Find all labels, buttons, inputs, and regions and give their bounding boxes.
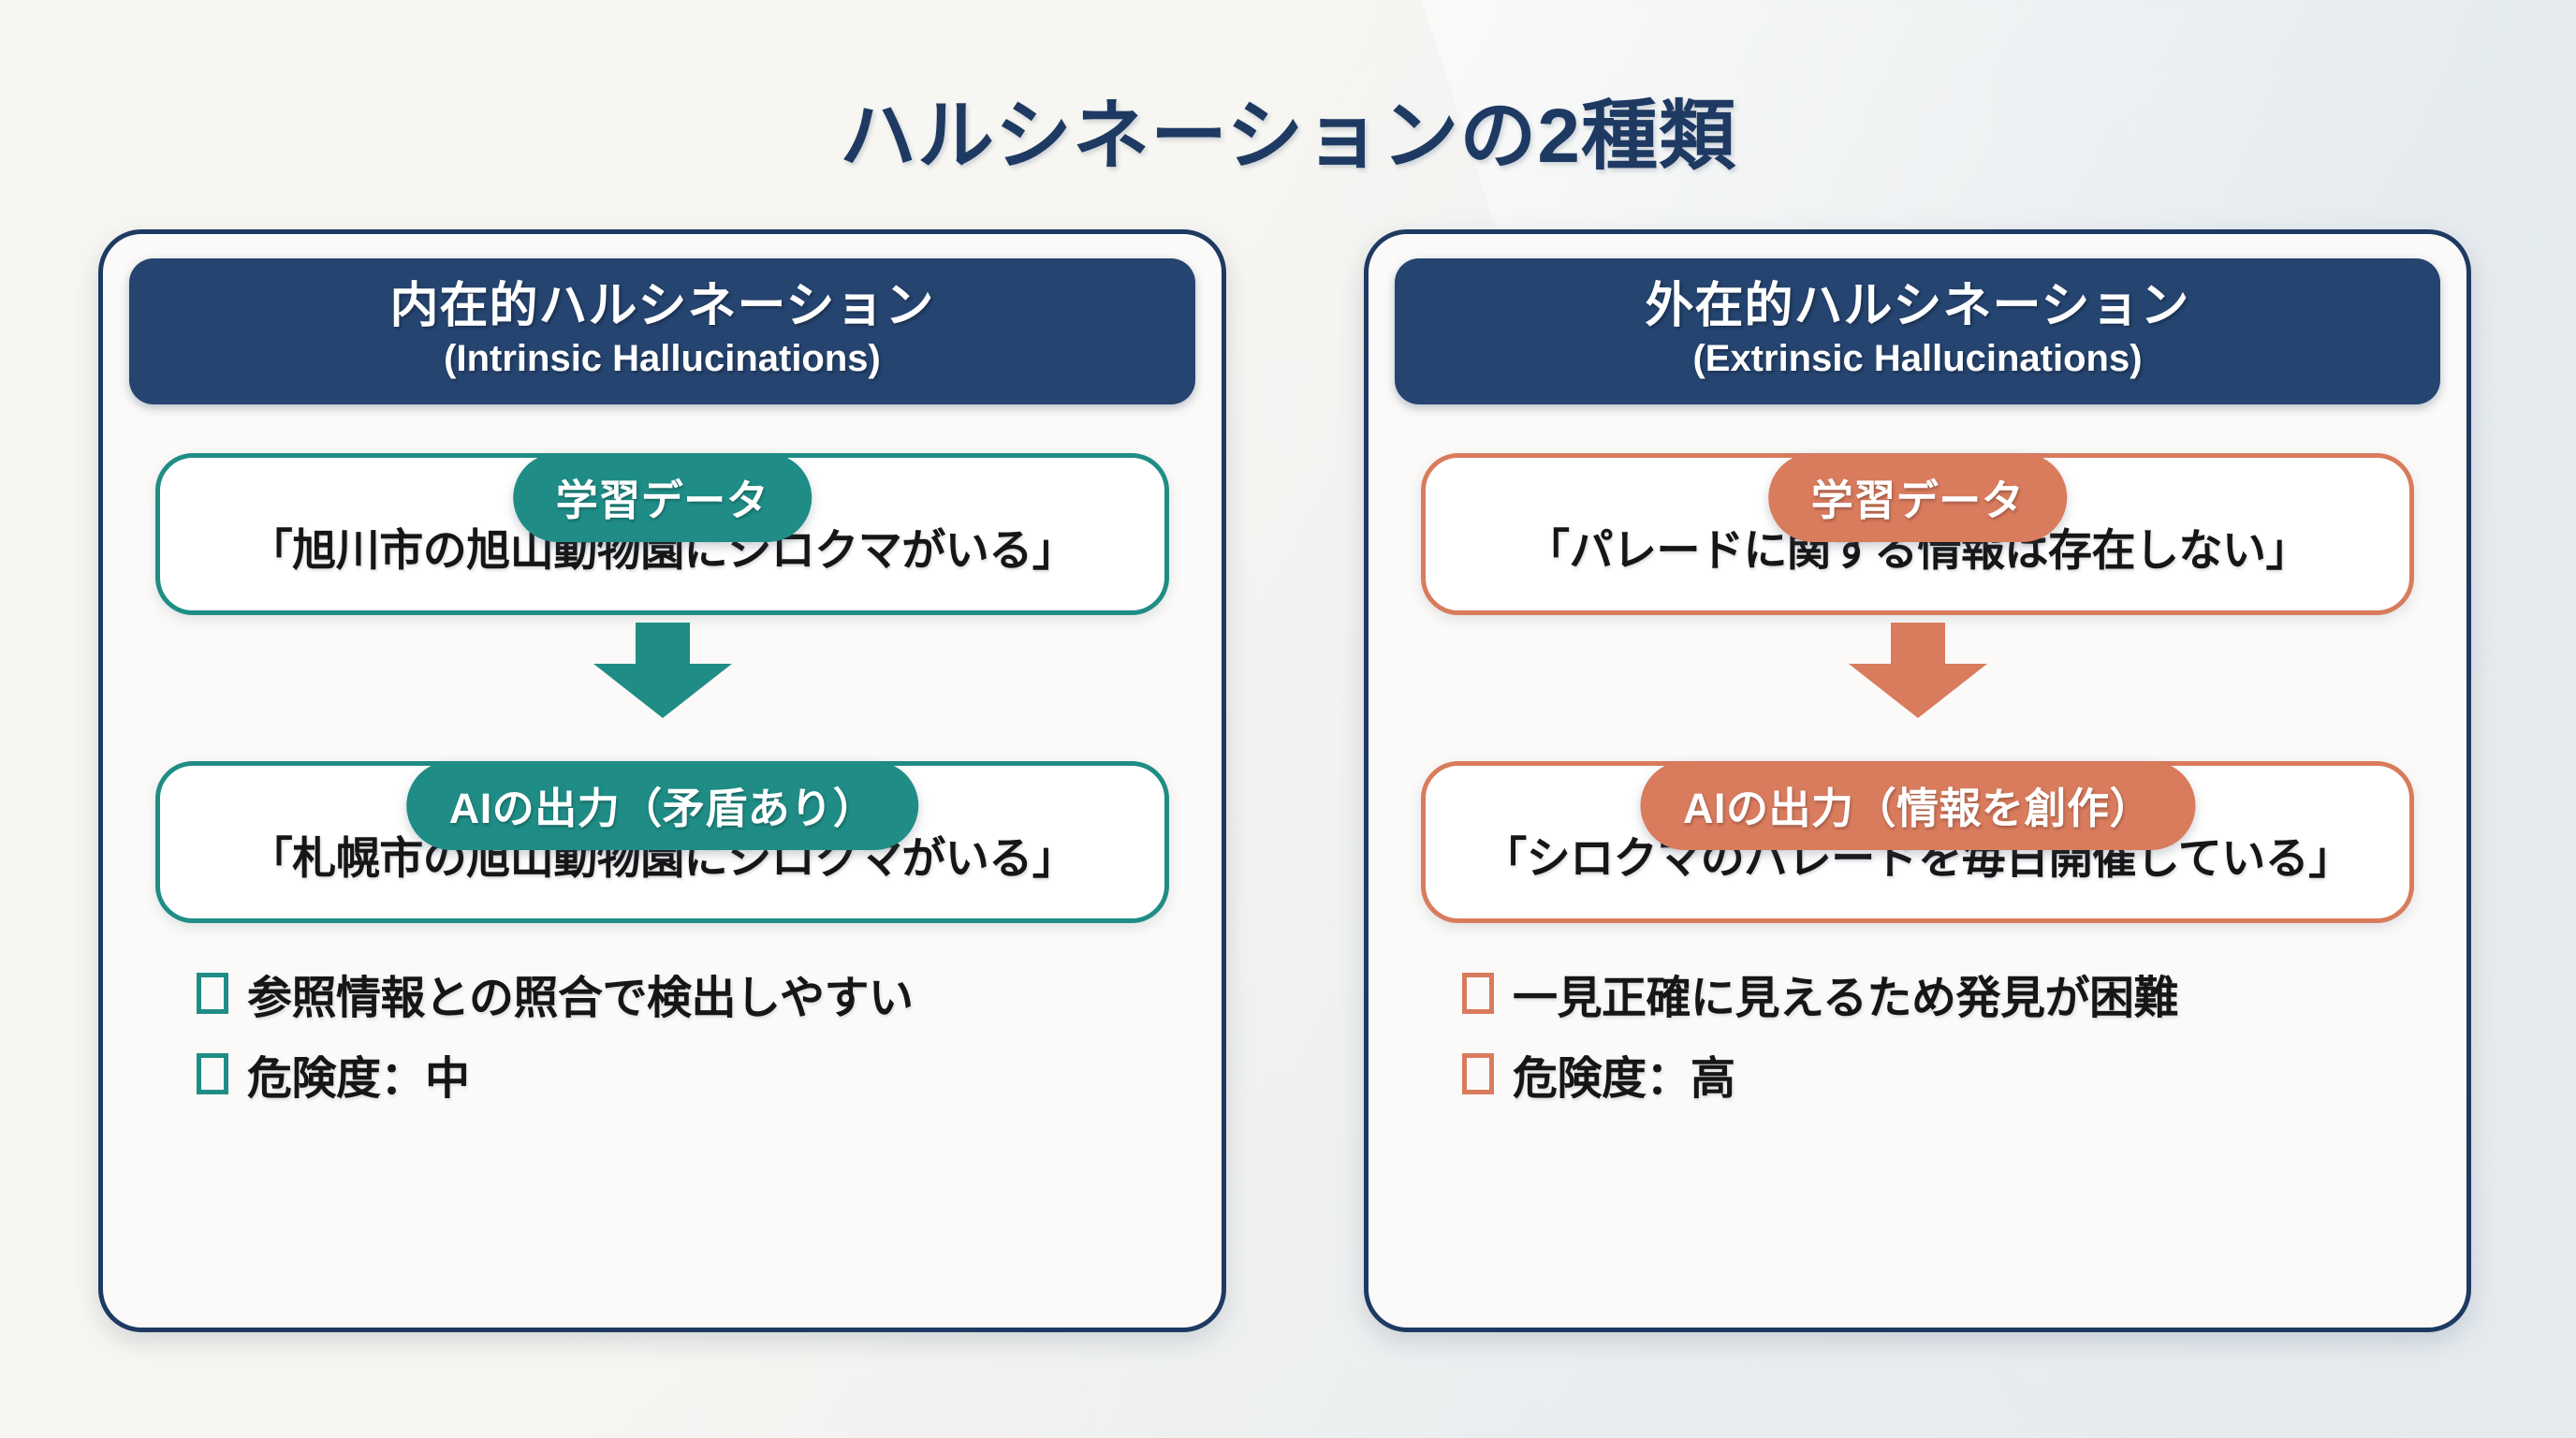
- checkbox-icon: [197, 972, 228, 1014]
- bullet-label: 参照情報との照合で検出しやすい: [247, 973, 914, 1023]
- card-title-ja: 内在的ハルシネーション: [389, 279, 935, 333]
- card-title-en: (Intrinsic Hallucinations): [444, 338, 881, 380]
- arrow-head: [1848, 663, 1987, 718]
- output-block-extrinsic: AIの出力（情報を創作） 「シロクマのパレードを毎日開催している」: [1395, 760, 2440, 923]
- card-extrinsic: 外在的ハルシネーション (Extrinsic Hallucinations) 学…: [1364, 229, 2471, 1332]
- checkbox-icon: [197, 1052, 228, 1094]
- arrow-shaft: [635, 622, 690, 671]
- output-block-intrinsic: AIの出力（矛盾あり） 「札幌市の旭山動物園にシロクマがいる」: [129, 760, 1195, 923]
- bullet-label: 危険度：中: [247, 1053, 470, 1104]
- bullet-list-extrinsic: 一見正確に見えるため発見が困難 危険度：高: [1395, 961, 2440, 1107]
- card-title-en: (Extrinsic Hallucinations): [1692, 338, 2143, 380]
- flow-arrow-wrap: [129, 622, 1195, 718]
- output-pill-label: AIの出力（矛盾あり）: [405, 760, 919, 850]
- card-title-ja: 外在的ハルシネーション: [1645, 279, 2190, 333]
- checkbox-icon: [1462, 1052, 1494, 1094]
- card-header-extrinsic: 外在的ハルシネーション (Extrinsic Hallucinations): [1395, 258, 2440, 405]
- list-item: 一見正確に見えるため発見が困難: [1462, 961, 2440, 1026]
- flow-arrow-wrap: [1395, 622, 2440, 718]
- page-title: ハルシネーションの2種類: [840, 94, 1736, 179]
- card-intrinsic: 内在的ハルシネーション (Intrinsic Hallucinations) 学…: [98, 229, 1226, 1332]
- source-pill-label: 学習データ: [512, 453, 812, 543]
- output-pill-label: AIの出力（情報を創作）: [1639, 760, 2196, 850]
- arrow-shaft: [1890, 622, 1945, 671]
- list-item: 危険度：高: [1462, 1041, 2440, 1107]
- bullet-list-intrinsic: 参照情報との照合で検出しやすい 危険度：中: [129, 961, 1195, 1107]
- list-item: 参照情報との照合で検出しやすい: [197, 961, 1195, 1026]
- bullet-label: 一見正確に見えるため発見が困難: [1513, 973, 2179, 1023]
- checkbox-icon: [1462, 972, 1494, 1014]
- source-block-intrinsic: 学習データ 「旭川市の旭山動物園にシロクマがいる」: [129, 453, 1195, 615]
- bullet-label: 危険度：高: [1513, 1053, 1735, 1104]
- source-block-extrinsic: 学習データ 「パレードに関する情報は存在しない」: [1395, 453, 2440, 615]
- arrow-head: [593, 663, 732, 718]
- list-item: 危険度：中: [197, 1041, 1195, 1107]
- card-header-intrinsic: 内在的ハルシネーション (Intrinsic Hallucinations): [129, 258, 1195, 405]
- source-pill-label: 学習データ: [1767, 453, 2068, 543]
